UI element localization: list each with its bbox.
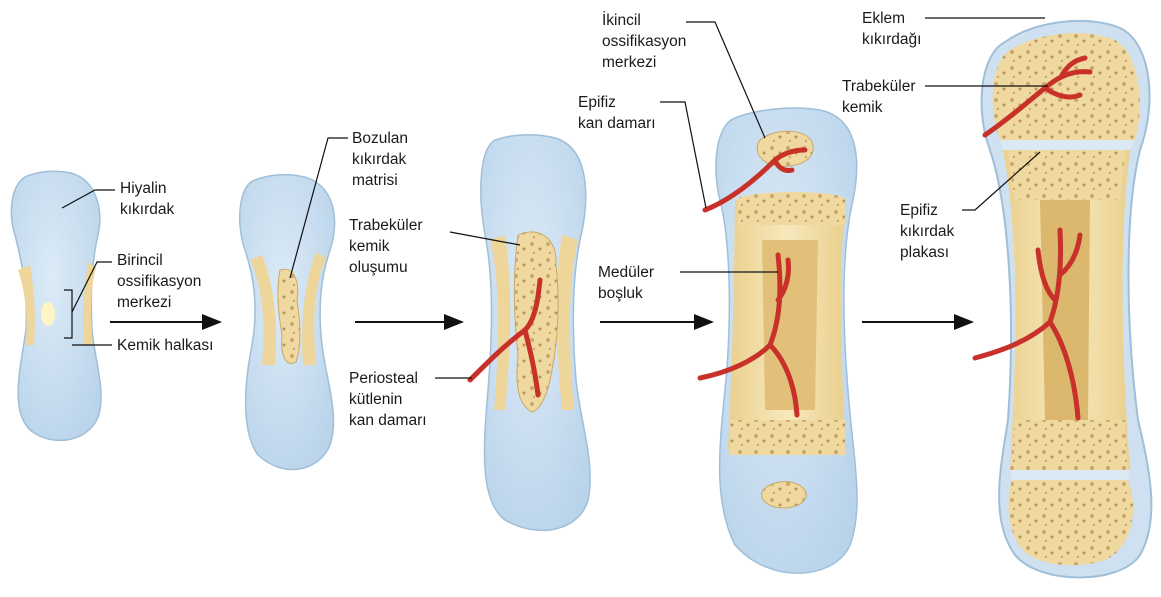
bone-stage-5 [975, 21, 1151, 578]
label-trabecular-formation: Trabekülerkemikoluşumu [349, 215, 423, 278]
label-medullary-cavity: Medülerboşluk [598, 262, 654, 304]
label-epiphyseal-vessel: Epifizkan damarı [578, 92, 656, 134]
label-secondary-ossification-center: İkincilossifikasyonmerkezi [602, 10, 686, 73]
metaphysis-bottom-4 [730, 420, 845, 455]
bone-stage-3 [470, 135, 590, 531]
label-hyaline-cartilage: Hiyalinkıkırdak [120, 178, 174, 220]
metaphysis-top-5 [1008, 150, 1125, 200]
label-primary-ossification-center: Birincilossifikasyonmerkezi [117, 250, 201, 313]
label-bone-collar: Kemik halkası [117, 335, 213, 356]
label-periosteal-vessel: Periostealkütleninkan damarı [349, 368, 427, 431]
epiphysis-bottom-5 [1008, 480, 1133, 565]
bone-stage-1 [11, 171, 101, 440]
medullary-cavity-5 [1040, 200, 1090, 420]
epiphyseal-plate-top [1000, 140, 1135, 150]
label-articular-cartilage: Eklemkıkırdağı [862, 8, 921, 50]
secondary-center-4b [762, 482, 807, 508]
label-trabecular-bone: Trabekülerkemik [842, 76, 916, 118]
epiphyseal-plate-bottom [1010, 470, 1130, 480]
bone-stage-2 [240, 175, 335, 470]
leader-epiphyseal-vessel [660, 102, 706, 208]
bone-stage-4 [700, 108, 857, 573]
metaphysis-top-4 [738, 192, 845, 225]
label-epiphyseal-plate: Epifizkıkırdakplakası [900, 200, 954, 263]
primary-center-spot [41, 302, 55, 326]
metaphysis-bottom-5 [1010, 420, 1128, 470]
label-degraded-cartilage-matrix: Bozulankıkırdakmatrisi [352, 128, 408, 191]
